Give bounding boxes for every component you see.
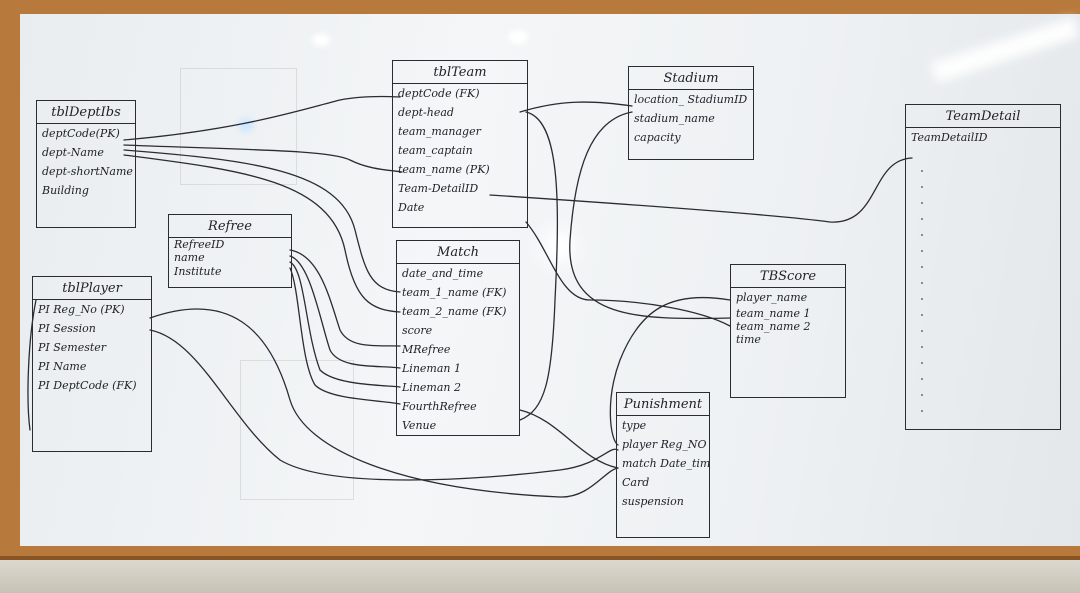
rel-ref-match-2 xyxy=(289,255,401,369)
wall xyxy=(0,560,1080,593)
entity-field: team_manager xyxy=(398,125,481,138)
entity-title: tblTeam xyxy=(393,61,527,84)
entity-field: dept-head xyxy=(398,106,454,119)
entity-field: suspension xyxy=(622,495,684,508)
entity-field: name xyxy=(174,252,205,264)
entity-field: PI DeptCode (FK) xyxy=(38,379,137,392)
entity-field: type xyxy=(622,419,647,432)
entity-tbl-dept: tblDeptIbs deptCode(PK) dept-Name dept-s… xyxy=(36,100,136,228)
entity-tbl-player: tblPlayer PI Reg_No (PK) PI Session PI S… xyxy=(32,276,152,452)
entity-title: tblPlayer xyxy=(33,277,151,300)
entity-field: Institute xyxy=(174,265,222,278)
entity-field: PI Semester xyxy=(38,341,107,354)
entity-field: deptCode (FK) xyxy=(398,87,480,100)
entity-field: MRefree xyxy=(402,343,451,356)
entity-field: time xyxy=(736,333,761,346)
erased-box xyxy=(240,360,354,500)
rel-dept-match xyxy=(123,149,401,293)
light-glare xyxy=(508,30,528,44)
entity-title: TBScore xyxy=(731,265,845,288)
entity-title: Punishment xyxy=(617,393,709,416)
light-glare xyxy=(238,118,254,132)
rel-match-score xyxy=(525,221,731,327)
light-glare xyxy=(312,34,330,46)
rel-player-punish xyxy=(149,308,619,498)
entity-field: dept-Name xyxy=(42,146,104,159)
entity-field: team_name 1 xyxy=(736,307,811,320)
entity-field: team_name (PK) xyxy=(398,163,490,176)
light-glare xyxy=(548,236,570,258)
entity-title: Refree xyxy=(169,215,291,238)
rel-player-left xyxy=(27,299,37,431)
whiteboard xyxy=(20,14,1080,546)
entity-field: FourthRefree xyxy=(402,400,477,413)
entity-title: TeamDetail xyxy=(906,105,1060,128)
entity-field: stadium_name xyxy=(634,112,715,125)
rel-ref-match-4 xyxy=(289,267,401,405)
entity-title: Match xyxy=(397,241,519,264)
rel-ref-match-1 xyxy=(289,249,401,347)
rel-team-stadium xyxy=(519,101,633,113)
entity-field: RefreeID xyxy=(174,238,225,251)
entity-field: capacity xyxy=(634,131,681,144)
entity-field: Building xyxy=(42,184,89,197)
entity-field: player Reg_NO xyxy=(622,438,707,451)
entity-tbl-team: tblTeam deptCode (FK) dept-head team_man… xyxy=(392,60,528,228)
entity-field: team_captain xyxy=(398,144,473,157)
entity-field: dept-shortName xyxy=(42,165,133,178)
entity-field: team_2_name (FK) xyxy=(402,305,507,318)
rel-player-punish-2 xyxy=(149,329,619,481)
entity-field: Card xyxy=(622,476,650,489)
entity-team-detail: TeamDetail TeamDetailID xyxy=(905,104,1061,430)
entity-field: date_and_time xyxy=(402,267,484,280)
rel-match-punish xyxy=(519,409,619,469)
entity-match: Match date_and_time team_1_name (FK) tea… xyxy=(396,240,520,436)
rel-stadium-score xyxy=(569,111,731,320)
rel-ref-match-3 xyxy=(289,261,401,388)
rel-dept-team-2 xyxy=(123,144,403,173)
entity-punishment: Punishment type player Reg_NO match Date… xyxy=(616,392,710,538)
entity-field: player_name xyxy=(736,291,808,304)
entity-field: TeamDetailID xyxy=(911,131,988,144)
rel-dept-match-2 xyxy=(123,154,401,313)
entity-field: Lineman 2 xyxy=(402,381,461,394)
entity-tb-score: TBScore player_name team_name 1 team_nam… xyxy=(730,264,846,398)
entity-field: Venue xyxy=(402,419,437,432)
rel-score-punish xyxy=(609,296,731,446)
entity-field: Date xyxy=(398,201,425,214)
entity-stadium: Stadium location_ StadiumID stadium_name… xyxy=(628,66,754,160)
entity-field: deptCode(PK) xyxy=(42,127,120,140)
rel-dept-team xyxy=(123,95,401,141)
entity-title: tblDeptIbs xyxy=(37,101,135,124)
entity-field: Team-DetailID xyxy=(398,182,479,195)
entity-field: PI Reg_No (PK) xyxy=(38,303,125,316)
entity-field: Lineman 1 xyxy=(402,362,461,375)
entity-field: location_ StadiumID xyxy=(634,93,748,106)
entity-field: PI Session xyxy=(38,322,96,335)
entity-referee: Refree RefreeID name Institute xyxy=(168,214,292,288)
entity-field: team_name 2 xyxy=(736,320,811,333)
entity-field: team_1_name (FK) xyxy=(402,286,507,299)
rel-team-detail xyxy=(489,157,913,223)
entity-field: match Date_time xyxy=(622,457,709,470)
entity-field: score xyxy=(402,324,433,337)
rel-team-match xyxy=(519,111,559,421)
erased-box xyxy=(180,68,297,185)
entity-field: PI Name xyxy=(38,360,87,373)
entity-title: Stadium xyxy=(629,67,753,90)
